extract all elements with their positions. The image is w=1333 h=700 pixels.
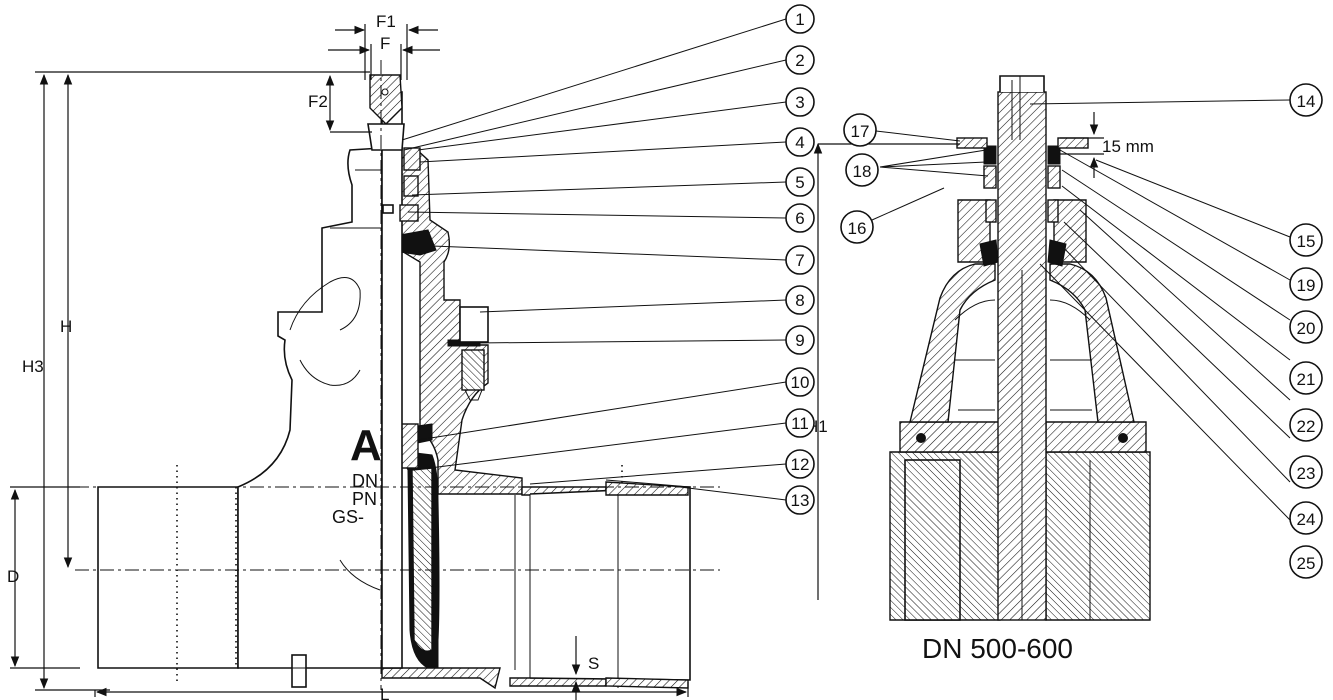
svg-text:3: 3 — [795, 93, 804, 112]
callout-24: 24 — [1289, 501, 1323, 535]
callout-13: 13 — [785, 485, 815, 515]
marking-gs: GS- — [332, 507, 364, 527]
svg-text:13: 13 — [791, 491, 810, 510]
callout-21: 21 — [1289, 361, 1323, 395]
callout-9: 9 — [785, 325, 815, 355]
callout-3: 3 — [785, 87, 815, 117]
svg-text:16: 16 — [848, 219, 867, 238]
callout-11: 11 — [785, 408, 815, 438]
svg-text:18: 18 — [853, 162, 872, 181]
dimensions-left: F1 F F2 H H3 D L S — [7, 12, 689, 700]
svg-text:11: 11 — [791, 414, 809, 433]
svg-text:24: 24 — [1297, 510, 1316, 529]
svg-text:5: 5 — [795, 173, 804, 192]
dim-l: L — [380, 685, 389, 700]
callout-10: 10 — [785, 367, 815, 397]
callout-20: 20 — [1289, 310, 1323, 344]
dim-f2: F2 — [308, 92, 328, 111]
callout-6: 6 — [785, 203, 815, 233]
svg-text:21: 21 — [1297, 370, 1316, 389]
svg-text:23: 23 — [1297, 464, 1316, 483]
callout-17: 17 — [843, 113, 877, 147]
leader-lines — [401, 18, 1291, 521]
svg-text:4: 4 — [795, 133, 804, 152]
valve-main-view: A DN PN GS- — [75, 60, 720, 690]
detail-view: H1 15 mm DN 500-600 — [806, 75, 1154, 664]
svg-text:19: 19 — [1297, 276, 1316, 295]
callouts: 1 2 3 4 5 6 7 8 9 10 11 12 13 14 15 16 1… — [785, 4, 1323, 579]
logo-mark: A — [350, 421, 382, 470]
callout-25: 25 — [1289, 545, 1323, 579]
dim-f1: F1 — [376, 12, 396, 31]
svg-text:10: 10 — [791, 373, 810, 392]
callout-7: 7 — [785, 245, 815, 275]
callout-8: 8 — [785, 285, 815, 315]
left-spigot — [97, 486, 239, 669]
callout-2: 2 — [785, 45, 815, 75]
svg-text:9: 9 — [795, 331, 804, 350]
callout-15: 15 — [1289, 223, 1323, 257]
svg-text:8: 8 — [795, 291, 804, 310]
svg-text:6: 6 — [795, 209, 804, 228]
callout-19: 19 — [1289, 267, 1323, 301]
svg-text:22: 22 — [1297, 417, 1316, 436]
right-spigot — [529, 486, 691, 681]
callout-5: 5 — [785, 167, 815, 197]
callout-22: 22 — [1289, 408, 1323, 442]
marking-pn: PN — [352, 489, 377, 509]
stem-cap — [369, 74, 403, 125]
callout-23: 23 — [1289, 455, 1323, 489]
callout-16: 16 — [840, 210, 874, 244]
svg-text:14: 14 — [1297, 92, 1316, 111]
callout-12: 12 — [785, 449, 815, 479]
svg-text:17: 17 — [851, 122, 870, 141]
callout-4: 4 — [785, 127, 815, 157]
dim-d: D — [7, 567, 19, 586]
svg-text:12: 12 — [791, 455, 810, 474]
stem — [381, 91, 403, 669]
svg-text:2: 2 — [795, 51, 804, 70]
detail-label: DN 500-600 — [922, 633, 1073, 664]
dim-h: H — [60, 317, 72, 336]
callout-14: 14 — [1289, 83, 1323, 117]
callout-1: 1 — [785, 4, 815, 34]
valve-body — [237, 147, 383, 669]
dim-h3: H3 — [22, 357, 44, 376]
body-section — [399, 147, 523, 495]
svg-text:25: 25 — [1297, 554, 1316, 573]
svg-text:7: 7 — [795, 251, 804, 270]
svg-text:15: 15 — [1297, 232, 1316, 251]
dim-f: F — [380, 34, 390, 53]
callout-18: 18 — [845, 153, 879, 187]
svg-text:1: 1 — [795, 10, 804, 29]
dim-s: S — [588, 654, 599, 673]
dim-15mm: 15 mm — [1102, 137, 1154, 156]
svg-text:20: 20 — [1297, 319, 1316, 338]
marking-dn: DN — [352, 471, 378, 491]
